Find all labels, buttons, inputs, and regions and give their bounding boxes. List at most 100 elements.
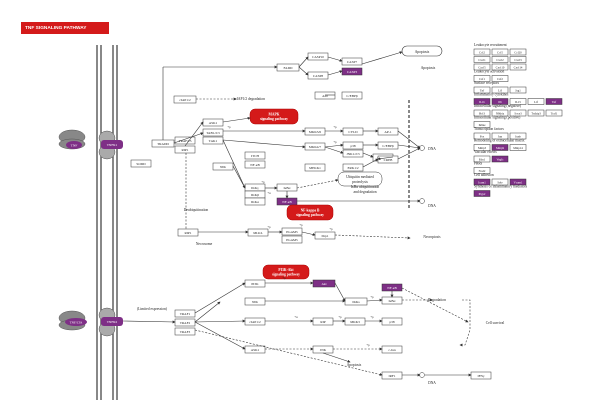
modification-label: +p — [333, 125, 337, 129]
edge — [397, 130, 421, 149]
node-traf3 — [174, 327, 196, 336]
legend-gene — [545, 109, 563, 117]
edge — [298, 56, 309, 68]
node-casp8-label: CASP8 — [313, 74, 323, 78]
edge — [298, 66, 309, 76]
legend-gene — [473, 63, 491, 71]
node-ikka — [244, 197, 266, 206]
legend-gene-label: Jun — [498, 134, 503, 138]
edge — [232, 165, 246, 189]
legend-gene-label: Mmp3 — [478, 146, 487, 150]
legend-heading: Cell adhesion — [474, 173, 494, 177]
legend-gene — [545, 98, 563, 105]
legend-gene — [491, 98, 509, 105]
node-a20-label: A20 — [322, 94, 328, 98]
node-irf1-label: IRF1 — [389, 374, 396, 378]
legend-gene — [491, 109, 509, 117]
receptor-tnfr1 — [101, 140, 123, 149]
pathway-nfkb — [286, 204, 334, 221]
legend-heading: PRRs — [474, 162, 483, 166]
node-tradd-label: TRADD — [157, 142, 169, 146]
legend-gene-label: Tnf — [552, 100, 556, 104]
ligand-tnf-lta-label: TNF/LTA — [70, 321, 83, 325]
receptor-tnfr2-label: TNFR2 — [107, 320, 118, 324]
legend-gene-label: Traf1 — [551, 111, 558, 115]
legend-gene — [473, 109, 491, 117]
node-ubiquitin-label: proteolysis — [352, 180, 368, 184]
legend-gene — [509, 178, 527, 186]
edge — [324, 146, 344, 154]
edge — [362, 152, 374, 158]
legend-gene — [527, 109, 545, 117]
node-a20 — [314, 91, 336, 100]
node-nfkb-b-label: NF-κB — [387, 286, 397, 290]
legend-gene — [509, 144, 527, 151]
node-mkk3-label: MKK3 — [350, 320, 360, 324]
legend-gene-label: Mmp9 — [496, 146, 505, 150]
modification-label: +p — [333, 140, 337, 144]
edge — [194, 329, 383, 376]
legend-gene-label: Ccl5 — [497, 50, 503, 54]
node-drp1-label: Drp1 — [322, 234, 329, 238]
dna-node — [419, 372, 425, 378]
legend-gene-label: Mmp14 — [513, 146, 523, 150]
deubiquitination-label: Deubiquitination — [184, 208, 209, 212]
edge — [122, 320, 176, 324]
legend-gene-label: Cxcl5 — [478, 65, 486, 69]
legend-gene-label: Cxcl10 — [496, 65, 505, 69]
degradation-label: Degradation — [428, 298, 446, 302]
node-ciap12-b-label: cIAP1/2 — [249, 320, 261, 324]
node-casp10-label: CASP10 — [312, 55, 324, 59]
legend-heading: Inflammatory cytokines — [474, 93, 509, 97]
node-traf1 — [174, 309, 196, 318]
pathway-nfkb-label: NF-kappa B — [301, 209, 320, 213]
modification-label: +p — [370, 295, 374, 299]
edge — [173, 132, 204, 144]
legend-heading: Surface receptors — [474, 81, 500, 85]
legend-gene — [473, 155, 491, 163]
node-casp8 — [307, 71, 329, 80]
legend-gene-label: Jag1 — [515, 88, 521, 92]
node-traf2 — [174, 136, 196, 145]
node-sodd-label: SODD — [136, 162, 146, 166]
legend-gene — [473, 190, 491, 197]
edge — [194, 321, 246, 350]
necrosome-label: Necrosome — [196, 242, 213, 246]
legend-gene-label: Nfkbia — [496, 111, 505, 115]
legend-gene-label: Cxcl14 — [514, 65, 523, 69]
legend-gene — [473, 86, 491, 94]
edge — [334, 282, 346, 302]
node-cebpb-top — [341, 91, 363, 100]
node-ikks-label: IKKs — [352, 300, 360, 304]
legend-gene-label: Tnf — [480, 88, 484, 92]
legend-heading: Intracellular signaling (positive) — [474, 116, 521, 120]
legend-gene-label: Ikbke — [479, 123, 486, 127]
modification-label: +p — [261, 180, 265, 184]
node-traf2-label: TRAF2/5 — [179, 139, 192, 143]
legend-gene — [509, 132, 527, 140]
legend-gene — [473, 56, 491, 63]
node-nik-b-label: NIK — [252, 300, 259, 304]
legend-heading: Synthesis of inflammatory mediators — [474, 185, 528, 189]
node-traf2-b-label: TRAF2 — [180, 321, 191, 325]
ligand-tnf — [66, 141, 82, 149]
modification-label: +u — [267, 191, 271, 195]
pathway-pi3k-label: signaling pathway — [272, 273, 300, 277]
dna-node — [419, 198, 425, 204]
node-jnk-b-label: JNK — [320, 348, 327, 352]
legend-heading: Remodeling of extracellular matrix — [474, 139, 525, 143]
node-akt-label: Akt — [321, 282, 326, 286]
legend-gene — [473, 178, 491, 186]
node-mkk36-label: MKK3/6 — [309, 130, 322, 134]
node-ifng-label: IFNγ — [478, 374, 485, 378]
legend-gene-label: Ccl2 — [479, 50, 485, 54]
legend-gene — [491, 178, 509, 186]
ikba-ub-label: IκBα ubiquitination — [351, 185, 380, 189]
pathway-mapk-label: MAPK — [269, 113, 280, 117]
legend-gene-label: Il6 — [498, 100, 502, 104]
node-itch — [244, 151, 266, 160]
edge — [459, 299, 471, 347]
modification-label: +p — [227, 125, 231, 129]
legend-gene-label: Lif — [498, 88, 502, 92]
